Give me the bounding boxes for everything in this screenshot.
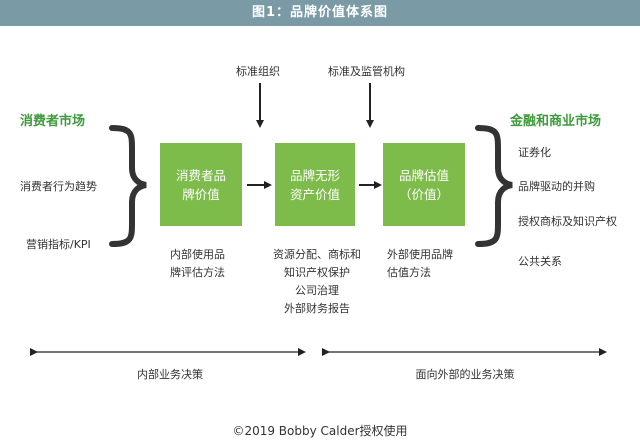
- right-market-heading: 金融和商业市场: [510, 114, 602, 129]
- right-market-item: 证券化: [518, 146, 551, 159]
- box-line: 消费者品: [175, 167, 226, 183]
- brand-intangible-asset-box: 品牌无形资产价值: [275, 143, 355, 226]
- top-input-label: 标准及监管机构: [328, 65, 405, 78]
- right-market-item: 品牌驱动的并购: [518, 180, 595, 193]
- right-market-item: 授权商标及知识产权: [518, 215, 617, 228]
- below-box-text: 内部使用品牌评估方法: [170, 248, 225, 279]
- box-line: 品牌估值: [398, 167, 449, 183]
- right-brace: [475, 125, 513, 247]
- left-market-heading: 消费者市场: [20, 114, 86, 129]
- left-brace: [109, 125, 147, 247]
- right-market-item: 公共关系: [518, 255, 562, 268]
- box-line: 资产价值: [289, 186, 340, 202]
- box-line: 品牌无形: [289, 167, 340, 183]
- figure-title: 图1：品牌价值体系图: [0, 0, 640, 26]
- copyright-text: ©2019 Bobby Calder授权使用: [232, 424, 408, 438]
- below-box-text: 资源分配、商标和知识产权保护公司治理外部财务报告: [273, 248, 361, 315]
- consumer-brand-value-box: 消费者品牌价值: [160, 143, 242, 226]
- top-input-label: 标准组织: [236, 65, 280, 78]
- external-decisions-label: 面向外部的业务决策: [415, 368, 515, 381]
- box-line: （价值）: [398, 186, 449, 202]
- box-line: 牌价值: [182, 186, 220, 202]
- left-market-item: 营销指标/KPI: [26, 238, 91, 251]
- left-market-item: 消费者行为趋势: [20, 180, 97, 193]
- internal-decisions-label: 内部业务决策: [137, 368, 203, 381]
- below-box-text: 外部使用品牌估值方法: [387, 248, 453, 279]
- brand-valuation-box: 品牌估值 （价值）: [383, 143, 465, 226]
